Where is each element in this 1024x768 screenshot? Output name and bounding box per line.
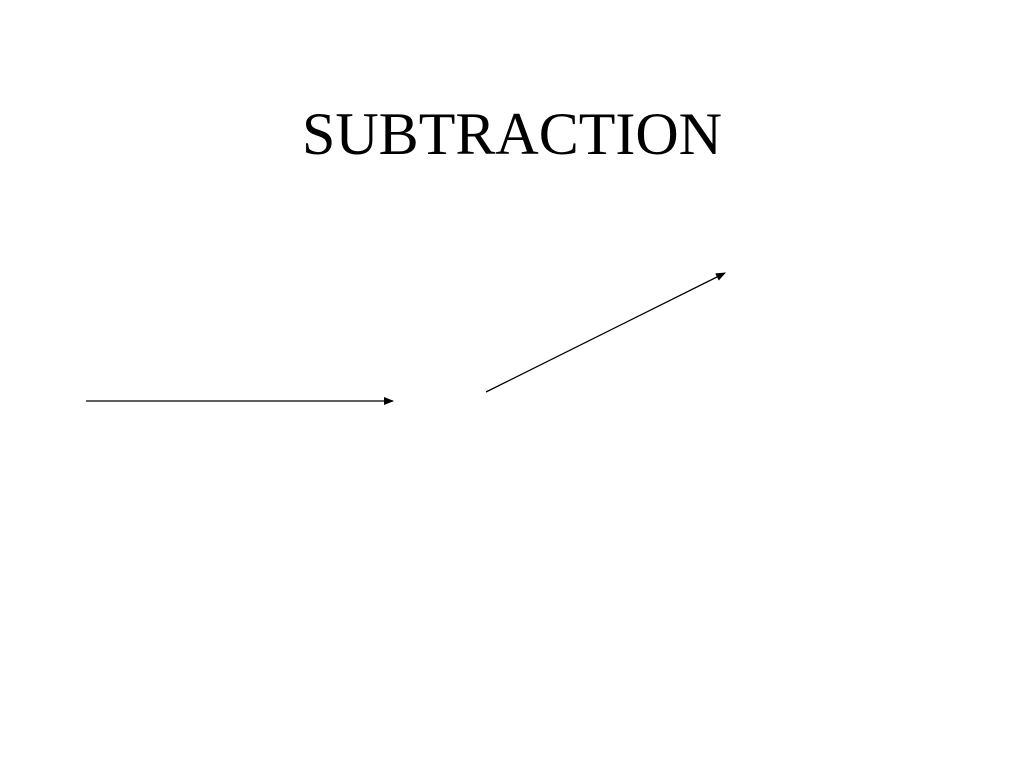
slide-title: SUBTRACTION	[301, 101, 723, 167]
vector-b-arrow	[485, 272, 726, 393]
